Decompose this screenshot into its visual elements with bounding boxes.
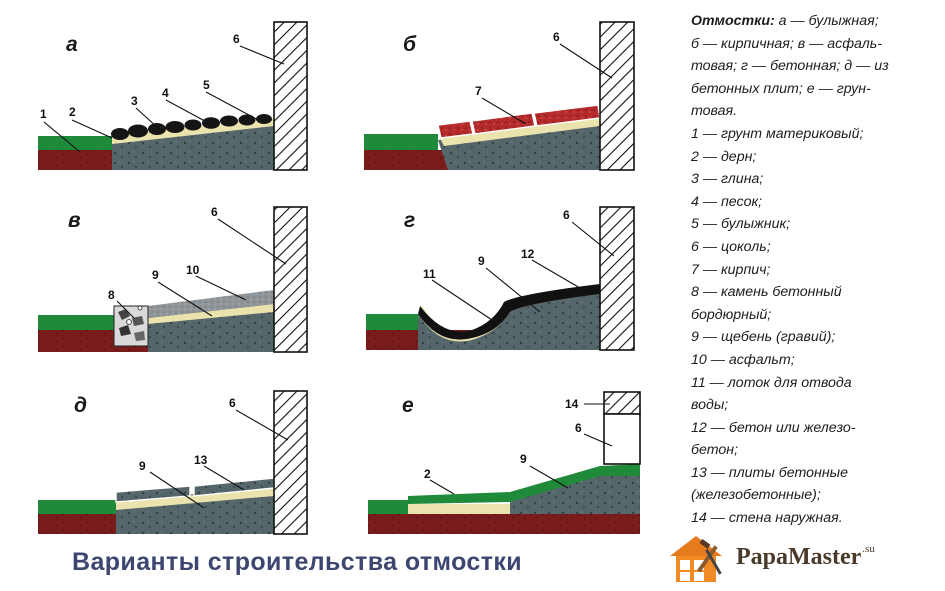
callout-number: 9 [520, 452, 527, 466]
callout-number: 13 [194, 453, 208, 467]
logo-suffix: .su [862, 543, 875, 555]
panel-v: в 8 9 10 6 [38, 205, 308, 353]
legend-line: товая. [691, 103, 738, 120]
panel-a: а 1 2 3 4 5 6 [38, 21, 308, 171]
legend-line: б — кирпичная; в — асфаль- [691, 35, 882, 52]
callout-number: 4 [162, 86, 169, 100]
papamaster-logo[interactable]: PapaMaster.su [666, 530, 906, 586]
legend-item: 6 — цоколь; [691, 238, 771, 255]
legend-item: 1 — грунт материковый; [691, 125, 864, 142]
panel-g-concrete [418, 284, 600, 340]
house-tools-icon [670, 536, 722, 582]
callout-number: 9 [152, 268, 159, 282]
legend-item: 2 — дерн; [691, 148, 757, 165]
panel-letter: а [66, 33, 78, 56]
panel-b-turf [364, 134, 438, 150]
panel-g-water-tray [425, 305, 499, 327]
panel-e-gravel [510, 476, 640, 514]
panel-g: г 11 9 12 6 [366, 206, 635, 351]
legend-line: Отмостки: а — булыжная; [691, 10, 941, 33]
panel-d-turf [38, 500, 116, 514]
legend-item: 11 — лоток для отвода [691, 374, 852, 391]
panel-letter: в [68, 209, 81, 232]
legend-item: 4 — песок; [691, 193, 763, 210]
legend-item: 3 — глина; [691, 171, 764, 188]
panel-v-asphalt [148, 290, 274, 318]
panel-letter: д [74, 394, 87, 417]
panel-b-plinth [599, 21, 635, 171]
callout-number: 6 [229, 396, 236, 410]
legend-item: 12 — бетон или железо- [691, 419, 856, 436]
panel-e-turf-left [368, 500, 408, 514]
panel-letter: б [403, 33, 417, 56]
callout-number: 6 [553, 30, 560, 44]
panel-letter: е [402, 394, 414, 417]
panel-d-sand [116, 488, 274, 510]
callout-number: 10 [186, 263, 200, 277]
panel-v-curb-stone [113, 305, 149, 347]
panel-v-sand [148, 304, 274, 324]
callout-number: 11 [423, 267, 436, 281]
legend-item: 10 — асфальт; [691, 351, 795, 368]
callout-number: 6 [233, 32, 240, 46]
legend-item: 5 — булыжник; [691, 216, 791, 233]
otmostka-diagram: а 1 2 3 4 5 6 б 7 6 [38, 21, 641, 535]
legend-line: товая; г — бетонная; д — из [691, 58, 889, 75]
panel-b: б 7 6 [364, 21, 635, 171]
panel-g-plinth [599, 206, 635, 351]
callout-number: 6 [575, 421, 582, 435]
callout-number: 6 [563, 208, 570, 222]
panel-d: д 9 13 6 [38, 390, 308, 535]
callout-number: 2 [424, 467, 431, 481]
logo-name: PapaMaster [736, 544, 862, 570]
callout-number: 8 [108, 288, 115, 302]
panel-v-plinth [273, 206, 308, 353]
panel-a-turf [38, 136, 112, 150]
panel-a-plinth [273, 21, 308, 171]
panel-e-turf [408, 464, 640, 504]
panel-letter: г [404, 209, 415, 232]
caption: Варианты строительства отмостки [72, 548, 523, 576]
callout-number: 6 [211, 205, 218, 219]
panel-b-sand [440, 118, 600, 146]
legend-item: 14 — стена наружная. [691, 510, 843, 527]
legend: Отмостки: а — булыжная; б — кирпичная; в… [691, 10, 941, 530]
callout-number: 14 [565, 397, 579, 411]
callout-number: 7 [475, 84, 482, 98]
panel-e-sand [408, 504, 510, 514]
panel-b-gravel [438, 122, 600, 170]
callout-number: 12 [521, 247, 535, 261]
panel-g-turf [366, 314, 418, 330]
legend-item: 13 — плиты бетонные [691, 464, 848, 481]
legend-item: бордюрный; [691, 306, 772, 323]
legend-item: (железобетонные); [691, 487, 821, 504]
logo-text: PapaMaster.su [736, 543, 875, 571]
legend-item: бетон; [691, 442, 739, 459]
callout-number: 5 [203, 78, 210, 92]
legend-intro-text: а — булыжная; [774, 13, 879, 29]
panel-e: е 2 9 14 6 [368, 391, 641, 534]
legend-item: 8 — камень бетонный [691, 284, 842, 301]
panel-e-soil [368, 514, 640, 534]
panel-d-plinth [273, 390, 308, 535]
callout-number: 9 [478, 254, 485, 268]
callout-number: 1 [40, 107, 47, 121]
legend-title: Отмостки: [691, 13, 775, 29]
panel-v-turf [38, 315, 114, 330]
legend-item: 7 — кирпич; [691, 261, 771, 278]
legend-item: 9 — щебень (гравий); [691, 329, 836, 346]
panel-e-plinth [603, 413, 641, 465]
panel-a-gravel [112, 118, 274, 170]
callout-number: 9 [139, 459, 146, 473]
legend-line: бетонных плит; е — грун- [691, 80, 871, 97]
callout-number: 3 [131, 94, 138, 108]
panel-b-bricks [437, 104, 601, 139]
callout-number: 2 [69, 105, 76, 119]
legend-item: воды; [691, 397, 729, 414]
panel-g-gravel [418, 292, 600, 350]
panel-a-cobblestones [111, 114, 272, 140]
panel-e-outer-wall [603, 391, 641, 415]
